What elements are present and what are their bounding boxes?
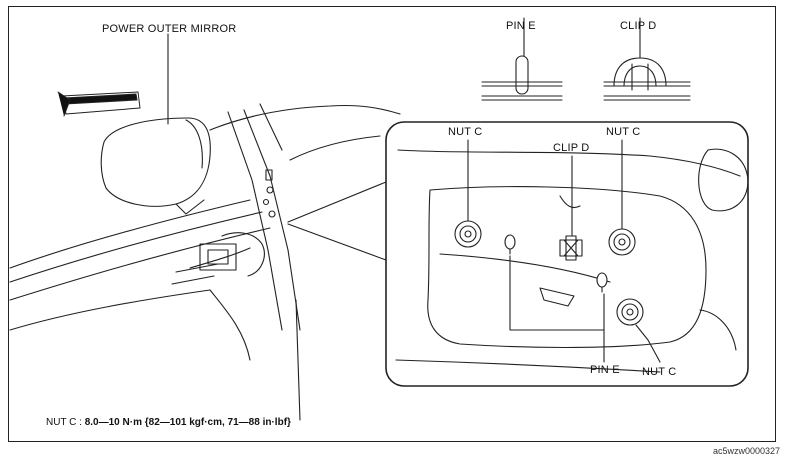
- torque-spec-value: 8.0—10 N·m {82—101 kgf·cm, 71—88 in·lbf}: [84, 417, 291, 428]
- door-hardware: [171, 169, 276, 285]
- nut-c-bottom-label: NUT C: [642, 366, 677, 378]
- callout-line-bottom: [287, 223, 387, 261]
- mirror-body: [100, 117, 211, 215]
- nut-c-right-label: NUT C: [606, 126, 641, 138]
- callout-line-top: [287, 181, 387, 223]
- nut-c-left-label: NUT C: [448, 126, 483, 138]
- nut-c-right-icon: [608, 228, 636, 256]
- nut-c-bottom-icon: [616, 298, 644, 326]
- clip-d-top-label: CLIP D: [620, 20, 657, 32]
- power-outer-mirror-label: POWER OUTER MIRROR: [102, 23, 237, 35]
- torque-spec: NUT C : 8.0—10 N·m {82—101 kgf·cm, 71—88…: [46, 417, 291, 428]
- door-body-lines: [9, 103, 401, 421]
- pin-e-detail-left-icon: [504, 234, 516, 255]
- clip-d-detail-label: CLIP D: [553, 142, 590, 154]
- pin-e-bottom-label: PIN E: [590, 364, 620, 376]
- direction-arrow: [57, 91, 141, 117]
- clip-d-icon: [603, 57, 691, 101]
- pin-e-top-label: PIN E: [506, 20, 536, 32]
- torque-spec-prefix: NUT C :: [46, 417, 85, 428]
- pin-e-detail-bottom-icon: [596, 272, 608, 293]
- diagram-frame: [8, 6, 776, 442]
- detail-leader-lines: [467, 17, 661, 363]
- clip-d-detail-icon: [559, 235, 583, 261]
- door-trim-outline: [395, 148, 749, 373]
- figure-id: ac5wzw0000327: [712, 446, 780, 456]
- pin-e-icon: [481, 55, 563, 101]
- nut-c-left-icon: [454, 220, 482, 248]
